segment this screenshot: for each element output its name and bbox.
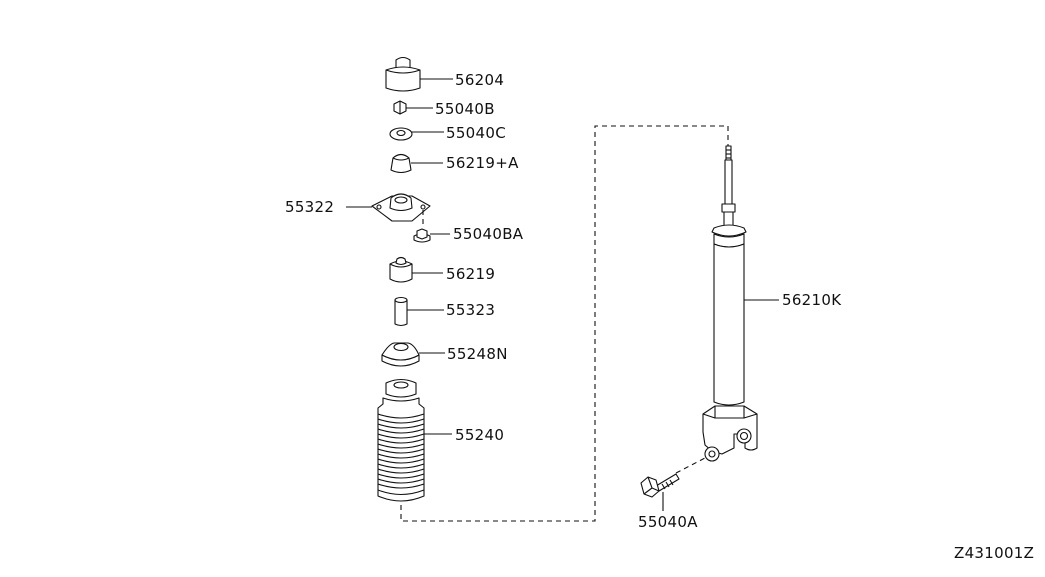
- part-55323-collar[interactable]: [394, 296, 408, 327]
- label-56204[interactable]: 56204: [455, 71, 504, 89]
- boot-rib: [377, 443, 425, 449]
- part-55040A-bolt[interactable]: [640, 473, 680, 498]
- part-55040BA-nut[interactable]: [413, 228, 431, 243]
- boot-rib: [377, 473, 425, 479]
- label-55040C[interactable]: 55040C: [446, 124, 506, 142]
- boot-rib: [377, 418, 425, 424]
- part-56204-bump-cap[interactable]: [385, 56, 421, 92]
- label-55040A[interactable]: 55040A: [638, 513, 698, 531]
- boot-rib: [377, 438, 425, 444]
- boot-rib: [377, 458, 425, 464]
- label-56219A[interactable]: 56219+A: [446, 154, 519, 172]
- boot-rib: [377, 453, 425, 459]
- part-56219A-bushing[interactable]: [390, 153, 412, 174]
- boot-rib: [377, 483, 425, 489]
- boot-rib: [377, 433, 425, 439]
- boot-ribs: [377, 413, 425, 489]
- boot-rib: [377, 468, 425, 474]
- part-55322-mount[interactable]: [371, 193, 431, 222]
- boot-rib: [377, 428, 425, 434]
- part-55248N-seat[interactable]: [381, 342, 420, 367]
- boot-rib: [377, 463, 425, 469]
- boot-rib: [377, 448, 425, 454]
- label-55323[interactable]: 55323: [446, 301, 495, 319]
- part-55040C-washer[interactable]: [389, 127, 413, 141]
- label-55322[interactable]: 55322: [285, 198, 334, 216]
- dash-bolt-to-eye: [675, 457, 706, 474]
- label-55248N[interactable]: 55248N: [447, 345, 508, 363]
- part-55240-dust-boot[interactable]: [377, 378, 425, 502]
- label-56219[interactable]: 56219: [446, 265, 495, 283]
- label-56210K[interactable]: 56210K: [782, 291, 842, 309]
- boot-rib: [377, 478, 425, 484]
- boot-rib: [377, 413, 425, 419]
- boot-rib: [377, 423, 425, 429]
- part-56219-bushing[interactable]: [389, 256, 413, 283]
- label-55040BA[interactable]: 55040BA: [453, 225, 524, 243]
- part-55040B-nut[interactable]: [393, 100, 407, 115]
- label-55040B[interactable]: 55040B: [435, 100, 495, 118]
- part-56210K-shock-absorber[interactable]: [702, 145, 758, 462]
- assembly-dashed-line: [400, 125, 729, 522]
- label-55240[interactable]: 55240: [455, 426, 504, 444]
- figure-code: Z431001Z: [954, 544, 1034, 562]
